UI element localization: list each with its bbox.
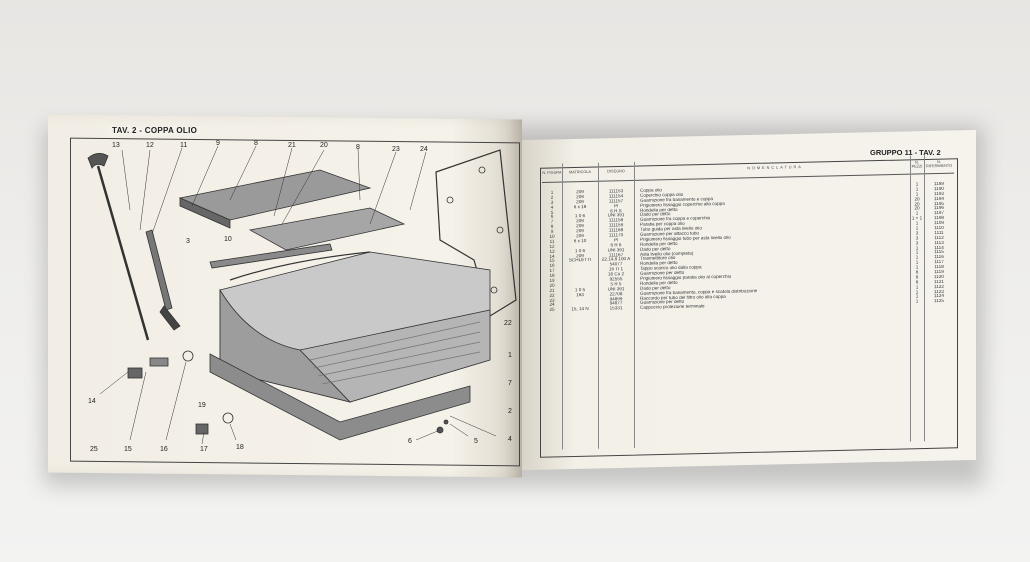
callout-17: 17 [200,446,208,453]
callout-8b: 8 [356,144,360,151]
guide-tube-part [145,229,173,311]
callout-10: 10 [224,236,232,243]
callout-13: 13 [112,142,120,149]
cell-pz: 1 [915,299,919,304]
callout-14: 14 [88,398,96,405]
callout-8a: 8 [254,140,258,147]
callout-2: 2 [508,408,512,415]
gasket-strip-part [209,243,333,269]
pan-cover-part [209,353,471,441]
header-pezzi: N. PEZZI [911,160,923,169]
callout-6: 6 [408,438,412,445]
cell-mat: 15, 14 N [571,306,589,312]
callout-3: 3 [186,238,190,245]
callout-16: 16 [160,446,168,453]
callout-11: 11 [180,142,188,149]
group-title: GRUPPO 11 - TAV. 2 [870,148,941,157]
callout-12: 12 [146,142,154,149]
header-disegno: DISEGNO [607,169,625,174]
callout-1: 1 [508,352,512,359]
washer-part [182,350,194,362]
callout-7: 7 [508,380,512,387]
dipstick-rod-part [96,165,150,341]
header-riferimento: N. RIFERIMENTO [925,159,953,169]
callout-22: 22 [504,320,512,327]
callout-15: 15 [124,446,132,453]
dipstick-handle-part [87,153,109,169]
cell-dis: 15331 [609,305,623,311]
callout-21: 21 [288,142,296,149]
callout-5: 5 [474,438,478,445]
callout-4: 4 [508,436,512,443]
exploded-oil-pan-drawing [87,145,517,445]
plate-title: TAV. 2 - COPPA OLIO [108,126,202,135]
callout-18: 18 [236,444,244,451]
callout-25: 25 [90,446,98,453]
cell-rif: 1125 [934,299,944,304]
header-nomenclatura: NOMENCLATURA [747,165,803,171]
callout-9: 9 [216,140,220,147]
drain-plug-part [195,423,209,435]
cell-fig: 25 [549,307,555,313]
callout-20: 20 [320,142,328,149]
callout-24: 24 [420,146,428,153]
parts-table: N. FIGURA MATRICOLA DISEGNO NOMENCLATURA… [542,154,954,450]
baffle-plate-lower-part [248,207,406,251]
callout-23: 23 [392,146,400,153]
header-figura: N. FIGURA [542,170,562,175]
header-matricola: MATRICOLA [569,169,591,175]
callout-19: 19 [198,402,206,409]
transmitter-part [127,367,143,379]
